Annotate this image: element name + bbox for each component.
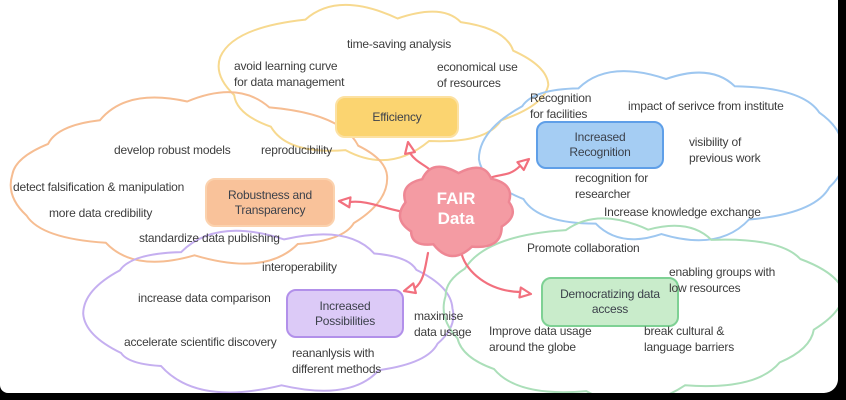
democratizing-node: Democratizing data access xyxy=(541,277,679,327)
mindmap-svg xyxy=(9,3,838,393)
note-interoperability: interoperability xyxy=(262,260,337,274)
mindmap-canvas: FAIR Data Efficiency Increased Recogniti… xyxy=(0,0,838,393)
efficiency-node: Efficiency xyxy=(335,96,459,138)
note-avoid-learning-curve: avoid learning curve for data management xyxy=(234,59,345,89)
note-recognition-for-researcher: recognition for researcher xyxy=(575,171,649,201)
note-economical-use: economical use of resources xyxy=(437,60,518,90)
note-more-data-credibility: more data credibility xyxy=(49,206,153,220)
note-standardize-publishing: standardize data publishing xyxy=(139,231,280,245)
fair-data-cloud xyxy=(398,165,515,258)
note-reanalysis-methods: reananlysis with different methods xyxy=(292,346,382,376)
robustness-node: Robustness and Transparency xyxy=(205,178,335,227)
arrowhead-to-efficiency xyxy=(404,140,416,155)
note-recognition-for-facilities: Recognition for facilities xyxy=(530,91,592,121)
possibilities-node: Increased Possibilities xyxy=(286,289,404,338)
note-time-saving-analysis: time-saving analysis xyxy=(347,37,452,51)
note-increase-data-comparison: increase data comparison xyxy=(138,291,271,305)
arrowhead-to-recognition xyxy=(516,157,531,171)
arrow-to-recognition xyxy=(486,157,531,181)
recognition-cloud-outline xyxy=(477,70,838,242)
note-promote-collaboration: Promote collaboration xyxy=(527,241,640,255)
arrow-to-democratizing xyxy=(459,250,533,299)
note-break-barriers: break cultural & language barriers xyxy=(644,324,734,354)
arrowhead-to-robustness xyxy=(337,196,352,209)
arrowhead-to-possibilities xyxy=(402,282,417,295)
note-detect-falsification: detect falsification & manipulation xyxy=(13,180,185,194)
fair-data-label: FAIR Data xyxy=(436,189,476,229)
note-impact-of-service: impact of serivce from institute xyxy=(628,99,784,113)
arrowhead-to-democratizing xyxy=(518,286,533,299)
efficiency-cloud-outline xyxy=(217,3,550,162)
note-visibility-previous-work: visibility of previous work xyxy=(689,135,761,165)
democratizing-cloud-outline xyxy=(442,217,838,393)
note-maximise-data-usage: maximise data usage xyxy=(414,309,472,339)
arrow-to-possibilities xyxy=(402,251,430,295)
possibilities-cloud-outline xyxy=(82,229,455,393)
note-enabling-groups: enabling groups with low resources xyxy=(669,265,776,295)
note-accelerate-discovery: accelerate scientific discovery xyxy=(124,335,277,349)
arrows-group xyxy=(337,140,533,299)
note-reproducibility: reproducibility xyxy=(261,143,333,157)
note-knowledge-exchange: Increase knowledge exchange xyxy=(604,205,761,219)
note-improve-data-usage: Improve data usage around the globe xyxy=(489,324,592,354)
note-develop-robust-models: develop robust models xyxy=(114,143,231,157)
recognition-node: Increased Recognition xyxy=(536,121,664,169)
arrow-to-robustness xyxy=(337,196,401,213)
